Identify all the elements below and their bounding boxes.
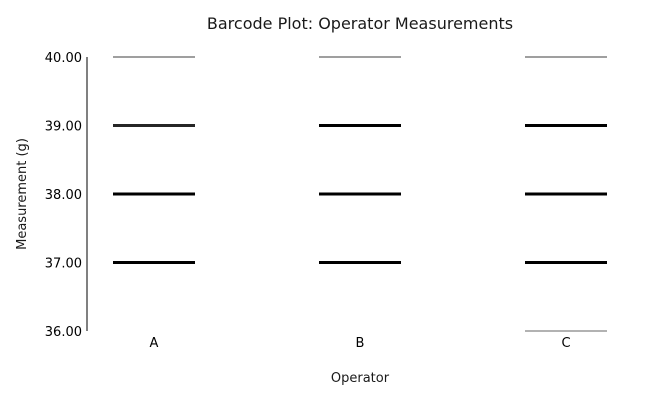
- x-tick-label: B: [356, 336, 365, 351]
- x-tick-label: C: [561, 336, 570, 351]
- y-tick-label: 39.00: [45, 120, 82, 135]
- y-axis-ticks: 36.00 37.00 38.00 39.00 40.00: [45, 51, 82, 340]
- y-tick-label: 37.00: [45, 257, 82, 272]
- y-tick-label: 40.00: [45, 51, 82, 66]
- x-axis-ticks: A B C: [150, 336, 571, 351]
- y-tick-label: 36.00: [45, 325, 82, 340]
- barcode-marks: [113, 56, 607, 332]
- x-tick-label: A: [150, 336, 159, 351]
- y-tick-label: 38.00: [45, 188, 82, 203]
- x-axis-label: Operator: [331, 371, 390, 386]
- y-axis-label: Measurement (g): [15, 138, 30, 250]
- chart-title: Barcode Plot: Operator Measurements: [207, 14, 513, 33]
